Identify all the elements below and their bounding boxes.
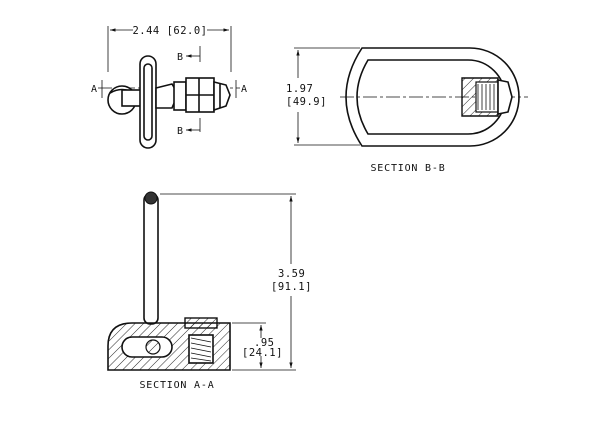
top-view: 2.44 [62.0] B B A A — [91, 25, 247, 149]
top-width-dimension: 2.44 [62.0] — [132, 25, 207, 37]
bb-height-dimension-mm: [49.9] — [286, 96, 327, 108]
section-a-a-view: 3.59 [91.1] .95 [24.1] SECTION A-A — [107, 191, 312, 391]
section-b-b-label: SECTION B-B — [370, 163, 445, 174]
aa-base-dimension-in: .95 — [254, 337, 274, 349]
section-marker-a-left: A — [91, 84, 97, 95]
aa-height-dimension-in: 3.59 — [278, 268, 305, 280]
bb-height-dimension-in: 1.97 — [286, 83, 313, 95]
aa-base-dimension-mm: [24.1] — [242, 347, 283, 359]
section-b-b-view: 1.97 [49.9] SECTION B-B — [286, 47, 528, 174]
section-marker-b-top: B — [177, 52, 183, 63]
section-marker-a-right: A — [241, 84, 247, 95]
aa-height-dimension-mm: [91.1] — [271, 281, 312, 293]
section-marker-b-bottom: B — [177, 126, 183, 137]
section-a-a-label: SECTION A-A — [139, 380, 214, 391]
